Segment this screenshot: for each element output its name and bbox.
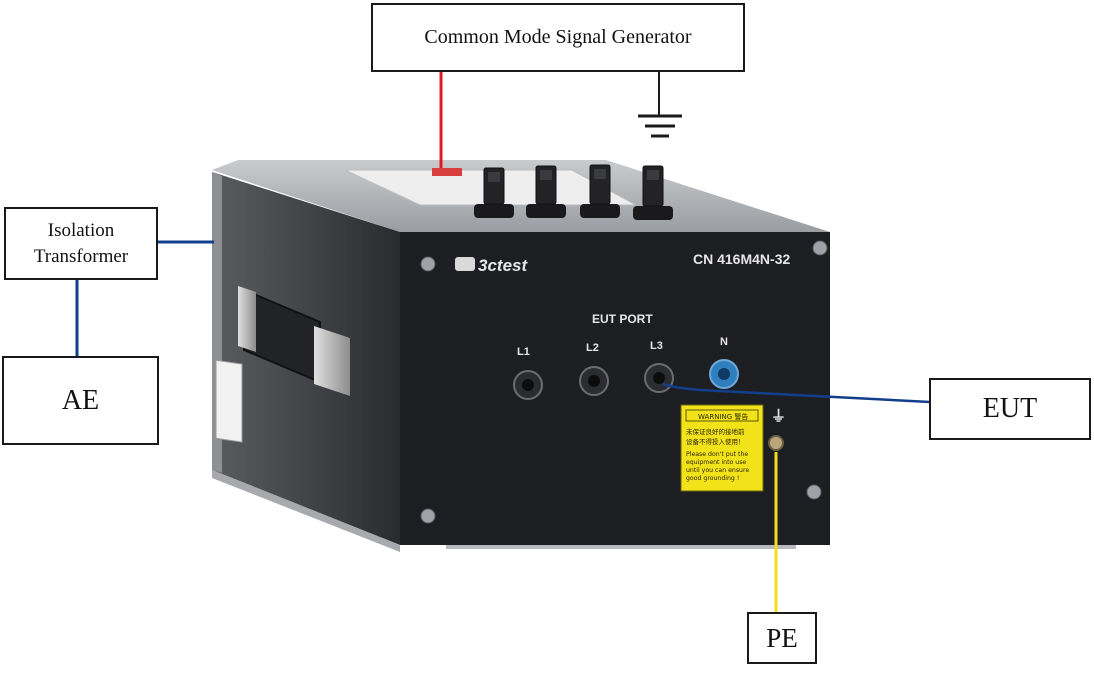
port-label-l3: L3 xyxy=(650,340,663,352)
socket-l3 xyxy=(644,363,674,393)
device-front-bottom-edge xyxy=(446,545,796,549)
warning-cn-2: 设备不得投入使用！ xyxy=(686,437,745,446)
eut-label: EUT xyxy=(982,393,1038,425)
warning-en-3: until you can ensure xyxy=(686,467,749,474)
ground-terminal xyxy=(768,435,784,451)
socket-l1 xyxy=(513,370,543,400)
ae-box: AE xyxy=(2,356,159,445)
warning-en-2: equipment into use xyxy=(686,459,746,466)
brand-logo-icon xyxy=(455,257,475,271)
handle-bracket-right xyxy=(314,326,350,396)
device-model: CN 416M4N-32 xyxy=(693,251,790,267)
warning-sticker-header xyxy=(685,409,759,422)
generator-label: Common Mode Signal Generator xyxy=(424,26,692,48)
pe-box: PE xyxy=(747,612,817,664)
ae-label: AE xyxy=(61,384,100,416)
eut-box: EUT xyxy=(929,378,1091,440)
device-top-red-tab xyxy=(432,168,462,176)
screw-icon xyxy=(806,484,822,500)
screw-icon xyxy=(420,256,436,272)
device-front-panel xyxy=(400,232,830,545)
port-label-l1: L1 xyxy=(517,346,530,358)
top-connector xyxy=(633,165,673,220)
isolation-label-line1: Isolation xyxy=(47,219,115,241)
ground-icon xyxy=(638,114,682,138)
ground-symbol-icon: ⏚ xyxy=(771,408,786,425)
isolation-label-line2: Transformer xyxy=(33,245,129,267)
top-connector xyxy=(580,164,620,218)
handle-bracket-left xyxy=(238,286,256,352)
top-connector xyxy=(526,165,566,218)
socket-n xyxy=(709,359,739,389)
warning-title: WARNING 警告 xyxy=(698,412,748,421)
pe-label: PE xyxy=(766,622,798,653)
device-illustration: 3ctest CN 416M4N-32 EUT PORT L1 L2 L3 N … xyxy=(212,160,830,552)
generator-box: Common Mode Signal Generator xyxy=(371,3,745,72)
port-label-l2: L2 xyxy=(586,342,599,354)
port-label-n: N xyxy=(720,336,728,348)
screw-icon xyxy=(420,508,436,524)
device-brand: 3ctest xyxy=(478,256,528,275)
top-connector xyxy=(474,167,514,218)
isolation-transformer-box: Isolation Transformer xyxy=(4,207,158,280)
warning-sticker xyxy=(680,404,764,492)
l3-to-eut-wire xyxy=(662,382,931,404)
warning-en-1: Please don't put the xyxy=(686,451,748,458)
side-sticker xyxy=(215,359,243,443)
screw-icon xyxy=(812,240,828,256)
device-bottom-rim xyxy=(212,470,400,552)
warning-en-4: good grounding ! xyxy=(686,475,739,482)
socket-l2 xyxy=(579,366,609,396)
warning-cn-1: 未保证良好的接地前 xyxy=(686,427,745,436)
eut-port-title: EUT PORT xyxy=(592,312,653,326)
